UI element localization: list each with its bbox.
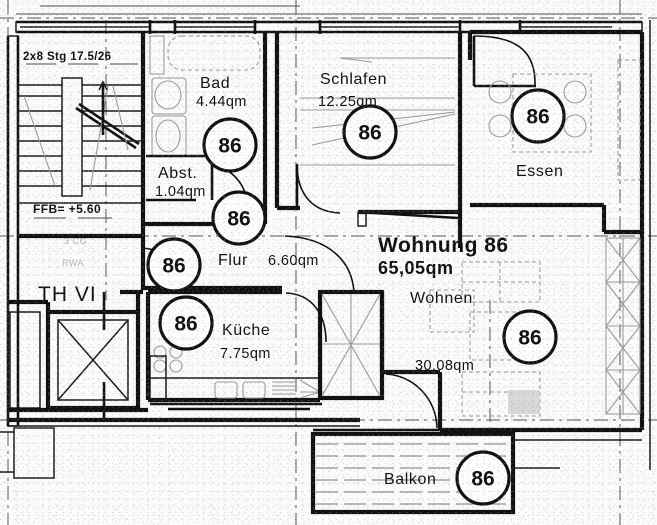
faint-note-2: RWA [62,258,84,268]
level-note-label: FFB= +5.60 [33,202,101,216]
faint-annotations: 3 CG RWA [62,236,87,268]
core-label: TH VI [38,283,97,306]
room-area-kueche: 7.75qm [220,346,271,362]
badge-schlafen[interactable]: 86 [342,104,398,160]
room-balkon: Balkon [300,417,516,515]
room-area-bad: 4.44qm [196,94,247,110]
badge-bad-value: 86 [218,135,241,158]
badge-kueche-value: 86 [174,313,197,336]
room-bad: Bad 4.44qm [140,32,268,227]
room-area-abst: 1.04qm [155,184,206,200]
room-label-wohnen: Wohnen [410,290,473,307]
badge-wohnen[interactable]: 86 [502,309,558,365]
room-area-wohnen: 30.08qm [415,358,474,374]
room-wohnen: Wohnung 86 65,05qm Wohnen 30.08qm [378,222,642,433]
room-label-schlafen: Schlafen [320,71,387,88]
badge-flur[interactable]: 86 [146,237,202,293]
room-label-bad: Bad [200,75,230,92]
room-label-flur: Flur [218,252,248,269]
room-label-essen: Essen [516,163,563,180]
room-area-flur: 6.60qm [268,253,319,269]
badge-abst-value: 86 [227,208,250,231]
unit-title: Wohnung 86 [378,234,509,257]
stair-note-label: 2x8 Stg 17.5/26 [23,51,111,63]
unit-badges: 86 86 86 86 86 86 [146,88,566,506]
badge-balkon-value: 86 [471,468,494,491]
badge-kueche[interactable]: 86 [158,295,214,351]
room-label-kueche: Küche [222,322,270,339]
badge-essen[interactable]: 86 [510,88,566,144]
room-label-balkon: Balkon [384,471,437,488]
core-th-vi: TH VI [8,283,148,418]
badge-schlafen-value: 86 [358,122,381,145]
badge-abst[interactable]: 86 [211,190,267,246]
room-kueche: Küche 7.75qm [145,289,385,411]
badge-wohnen-value: 86 [518,327,541,350]
badge-flur-value: 86 [162,255,185,278]
badge-essen-value: 86 [526,106,549,129]
room-label-abst: Abst. [158,165,197,182]
slab-edges [0,417,642,479]
badge-bad[interactable]: 86 [202,117,258,173]
staircase: 2x8 Stg 17.5/26 FFB= +5.60 [17,51,144,219]
badge-balkon[interactable]: 86 [455,450,511,506]
faint-note-1: 3 CG [64,236,87,246]
unit-area-label: 65,05qm [378,258,454,278]
